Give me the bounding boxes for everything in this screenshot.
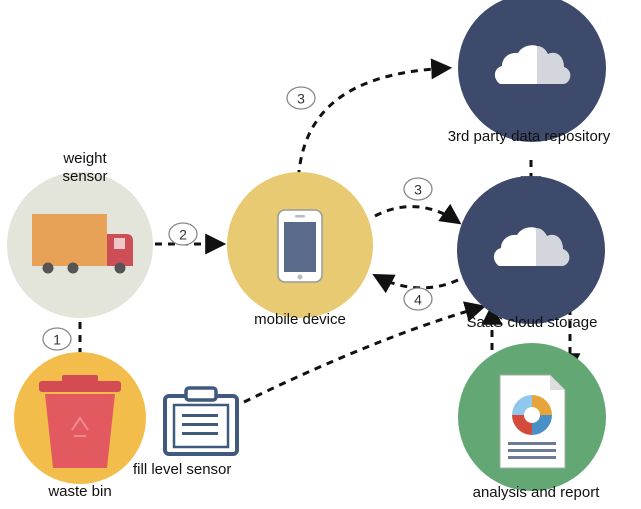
waste-bin-label: waste bin (48, 483, 112, 500)
third-party-repository-node (458, 0, 606, 142)
step-badge-1: 1 (42, 327, 72, 351)
step-badge-2: 2 (168, 222, 198, 246)
truck-icon (32, 214, 133, 274)
waste-bin-node (14, 352, 146, 484)
step-number: 3 (297, 91, 305, 107)
step-badge-3-upper: 3 (286, 86, 316, 110)
smartphone-icon (277, 209, 323, 283)
step-badge-3-lower: 3 (403, 177, 433, 201)
trash-bin-icon (39, 375, 121, 468)
saas-cloud-storage-node (457, 176, 605, 324)
report-document-icon (499, 374, 566, 469)
step-badge-4-left: 4 (403, 287, 433, 311)
arrow-mobile-to-third-party (296, 58, 453, 191)
analysis-report-node (458, 343, 606, 491)
third-party-repository-label: 3rd party data repository (447, 128, 611, 145)
mobile-device-label: mobile device (254, 311, 346, 328)
step-number: 3 (414, 182, 422, 198)
arrow-saas-to-mobile (372, 274, 459, 294)
arrow-fill-sensor-to-saas (243, 301, 487, 404)
step-number: 2 (179, 227, 187, 243)
arrow-mobile-to-saas (374, 203, 462, 225)
weight-sensor-label-line2: sensor (62, 168, 108, 185)
recycle-icon (71, 416, 89, 437)
connectors (69, 58, 581, 404)
weight-sensor-label-line1: weight (63, 150, 107, 167)
saas-cloud-storage-label: SaaS cloud storage (466, 314, 598, 331)
step-number: 1 (53, 332, 61, 348)
analysis-report-label: analysis and report (472, 484, 600, 501)
cloud-icon (494, 45, 571, 84)
weight-sensor-node (7, 172, 153, 318)
fill-level-sensor-node (163, 386, 239, 456)
donut-chart-icon (512, 395, 552, 435)
fill-level-sensor-label: fill level sensor (133, 461, 232, 478)
step-number: 4 (414, 292, 422, 308)
weight-sensor-label: weight sensor (40, 150, 130, 186)
mobile-device-node (227, 172, 373, 318)
clipboard-icon (163, 386, 239, 456)
cloud-icon (493, 227, 570, 266)
